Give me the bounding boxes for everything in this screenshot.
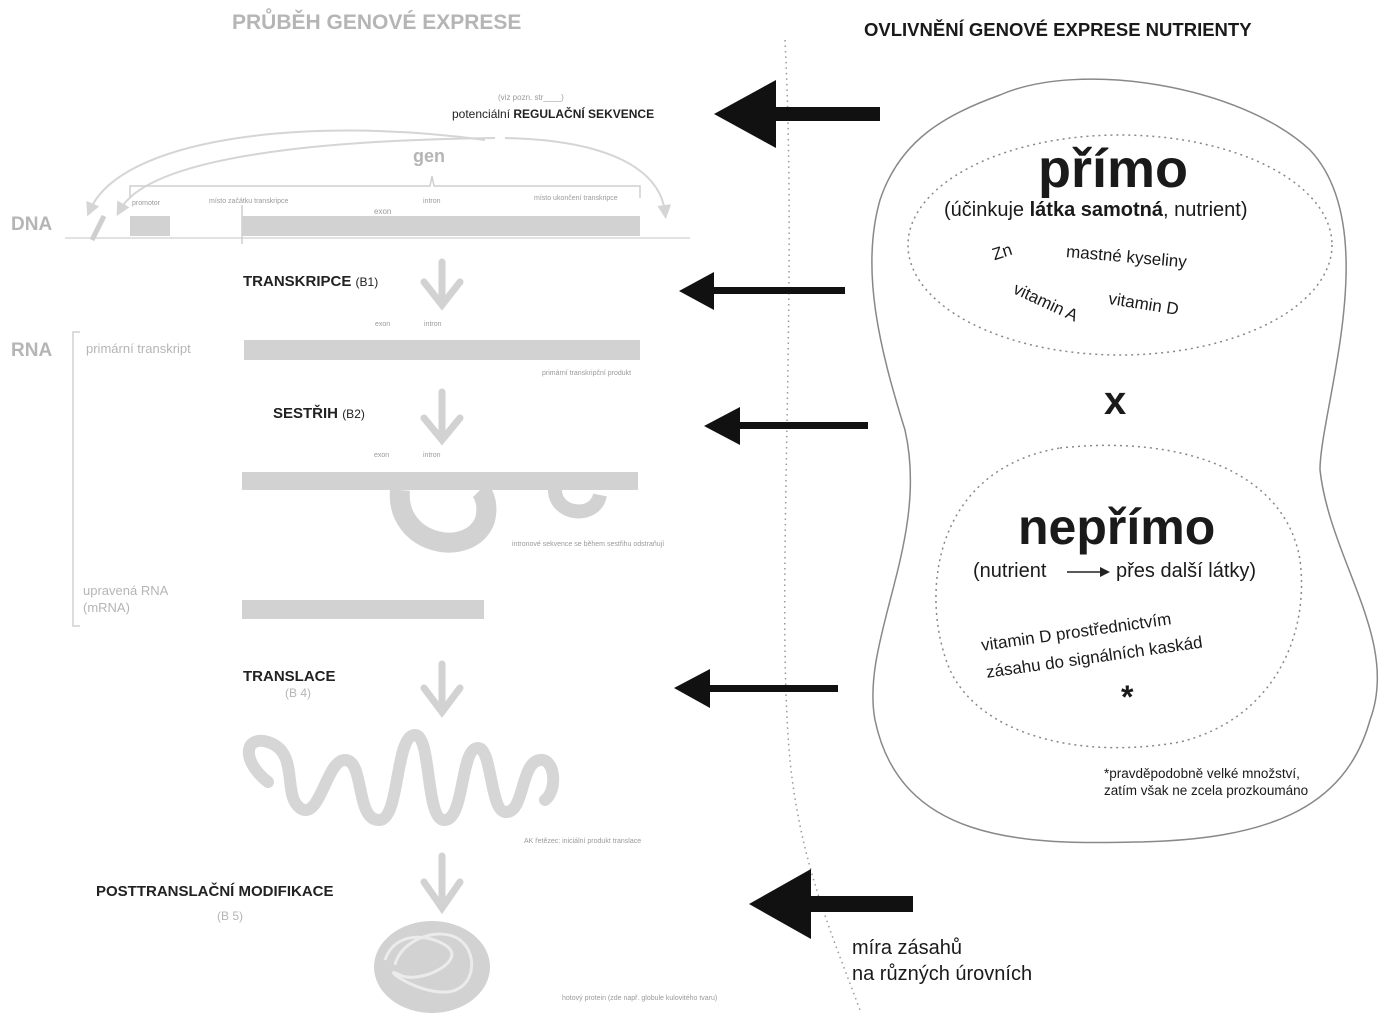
gene-bracket xyxy=(129,175,641,198)
influence-arrow-transkripce xyxy=(679,272,845,310)
transkripce-intron: intron xyxy=(424,321,442,328)
versus-x: x xyxy=(1104,379,1127,423)
regulation-note: (viz pozn. str____) xyxy=(498,93,564,102)
regulation-arc-mid xyxy=(116,137,496,217)
promotor-label: promotor xyxy=(132,200,161,207)
nutrient-arrow-head xyxy=(1100,567,1110,577)
neprimo-sub-a: (nutrient xyxy=(973,560,1047,582)
rna-label: RNA xyxy=(11,340,53,361)
regulation-prefix: potenciální xyxy=(452,107,511,121)
gene-block xyxy=(242,216,640,236)
neprimo-star: * xyxy=(1121,679,1134,715)
intron-loop-large xyxy=(389,482,497,553)
intron-label: intron xyxy=(423,198,441,205)
primo-dotted-oval xyxy=(907,134,1333,356)
transkripce-title: TRANSKRIPCE (B1) xyxy=(243,274,378,289)
sestrih-intron: intron xyxy=(423,452,441,459)
primo-subtitle: (účinkuje látka samotná, nutrient) xyxy=(944,200,1247,220)
neprimo-sub-b: přes další látky) xyxy=(1116,560,1257,582)
dna-label: DNA xyxy=(11,214,53,235)
dna-break-mark xyxy=(89,214,107,242)
mrna-line1: upravená RNA xyxy=(83,583,169,598)
protein-globule-texture xyxy=(383,932,474,994)
regulation-arc-right xyxy=(504,137,672,219)
ak-chain xyxy=(242,729,560,826)
spliced-bar xyxy=(242,472,638,490)
translace-label: TRANSLACE xyxy=(243,668,336,685)
primary-transcript-bar xyxy=(244,340,640,360)
sestrih-title: SESTŘIH (B2) xyxy=(273,406,365,421)
footnote-line1: *pravděpodobně velké množství, xyxy=(1104,766,1300,781)
primo-sub-a: (účinkuje xyxy=(944,199,1030,221)
post-code: (B 5) xyxy=(217,909,244,923)
mrna-bar xyxy=(242,600,484,619)
gen-label: gen xyxy=(413,146,446,166)
step-arrow-transkripce xyxy=(420,258,464,311)
primo-sub-c: , nutrient) xyxy=(1163,199,1248,221)
protein-note: hotový protein (zde např. globule kulovi… xyxy=(562,995,718,1002)
primo-title: přímo xyxy=(1038,139,1189,199)
exon-label: exon xyxy=(374,207,392,216)
intron-loop-small xyxy=(548,488,607,519)
mira-line2: na různých úrovních xyxy=(852,963,1033,985)
step-arrow-post xyxy=(420,852,464,915)
neprimo-title: nepřímo xyxy=(1018,499,1216,555)
sestrih-code: (B2) xyxy=(342,407,365,421)
nutrient-bean-outline xyxy=(871,78,1379,844)
regulation-label: potenciální REGULAČNÍ SEKVENCE xyxy=(452,108,654,120)
influence-arrow-sestrih xyxy=(704,407,868,445)
mrna-label: upravená RNA (mRNA) xyxy=(83,582,168,616)
sestrih-exon: exon xyxy=(374,452,390,459)
rna-bracket xyxy=(72,331,80,627)
step-arrow-sestrih xyxy=(420,388,464,446)
transkripce-code: (B1) xyxy=(355,275,379,289)
transkripce-exon: exon xyxy=(375,321,391,328)
sestrih-label: SESTŘIH xyxy=(273,405,339,422)
regulation-bold: REGULAČNÍ SEKVENCE xyxy=(513,107,655,121)
mira-line1: míra zásahů xyxy=(852,937,963,959)
transcription-start-label: místo začátku transkripce xyxy=(209,198,289,205)
influence-arrow-post xyxy=(749,869,913,939)
influence-arrow-regulation xyxy=(714,80,880,148)
footnote-line2: zatím však ne zcela prozkoumáno xyxy=(1104,783,1309,798)
primary-product-label: primární transkripční produkt xyxy=(542,370,632,377)
mrna-line2: (mRNA) xyxy=(83,600,130,615)
influence-arrow-translace xyxy=(674,669,838,708)
separator-dotted-line xyxy=(783,39,861,1011)
step-arrow-translace xyxy=(420,660,464,718)
regulation-arc-left xyxy=(86,129,486,217)
intron-removal-note: intronové sekvence se během sestřihu ods… xyxy=(512,541,665,548)
protein-globule xyxy=(374,921,490,1013)
left-heading: PRŮBĚH GENOVÉ EXPRESE xyxy=(232,11,522,34)
right-heading: OVLIVNĚNÍ GENOVÉ EXPRESE NUTRIENTY xyxy=(864,19,1252,40)
primo-sub-bold: látka samotná xyxy=(1029,199,1163,221)
ak-chain-note: AK řetězec: iniciální produkt translace xyxy=(524,838,642,845)
post-label: POSTTRANSLAČNÍ MODIFIKACE xyxy=(96,883,334,900)
neprimo-dotted-oval xyxy=(935,444,1303,749)
translace-code: (B 4) xyxy=(285,686,312,700)
transkripce-label: TRANSKRIPCE xyxy=(243,273,352,290)
transcription-end-label: místo ukončení transkripce xyxy=(534,195,618,202)
primary-transcript-label: primární transkript xyxy=(86,341,191,356)
promotor-block xyxy=(130,216,170,236)
